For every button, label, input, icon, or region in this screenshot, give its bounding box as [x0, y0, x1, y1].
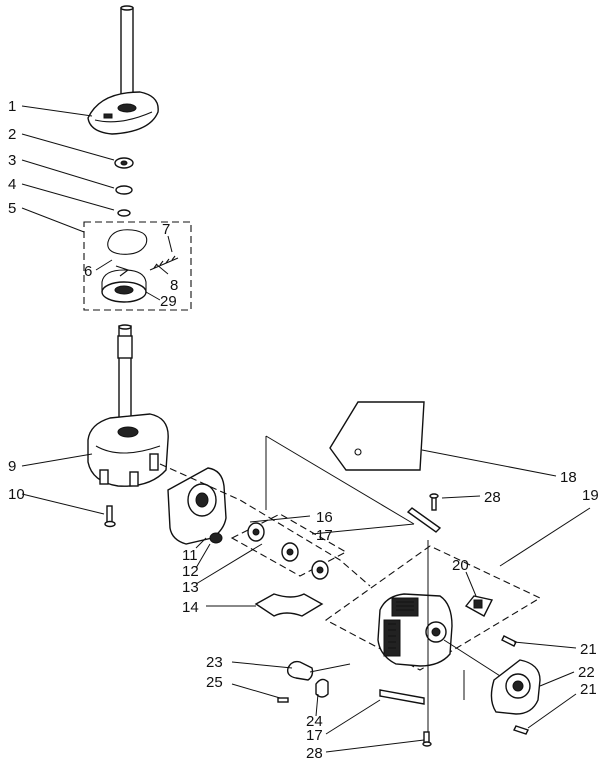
callout-leaders	[21, 105, 591, 753]
capacitor-part	[286, 660, 314, 681]
bolt-28-part	[422, 731, 432, 747]
callout-17b: 17	[306, 727, 323, 744]
callout-21b: 21	[580, 681, 597, 698]
pin-spring-part	[149, 255, 179, 271]
callout-7: 7	[162, 221, 170, 238]
callout-20: 20	[452, 557, 469, 574]
callout-9: 9	[8, 458, 16, 475]
callout-3: 3	[8, 152, 16, 169]
gasket-part	[254, 593, 324, 617]
callout-29: 29	[160, 293, 177, 310]
callout-19: 19	[582, 487, 599, 504]
bolt-part	[429, 493, 439, 511]
callout-18: 18	[560, 469, 577, 486]
callout-2: 2	[8, 126, 16, 143]
callout-6: 6	[84, 263, 92, 280]
agitator-shaft-cam-part	[87, 5, 159, 135]
callout-10: 10	[8, 486, 25, 503]
callout-22: 22	[578, 664, 595, 681]
callout-5: 5	[8, 200, 16, 217]
spacer-part	[115, 185, 133, 195]
washer-part	[114, 157, 134, 169]
bushing-part	[101, 269, 147, 303]
gearcase-part	[87, 324, 169, 487]
switch-part	[464, 595, 494, 617]
callout-8: 8	[170, 277, 178, 294]
screw-part	[104, 505, 116, 528]
screw-25-part	[277, 697, 289, 703]
bearing-kit-box	[230, 513, 348, 577]
callout-23: 23	[206, 654, 223, 671]
clamp-part	[315, 678, 329, 698]
shield-part	[329, 401, 425, 471]
callout-1: 1	[8, 98, 16, 115]
callout-14: 14	[182, 599, 199, 616]
callout-labels: 1 2 3 4 5 6 7 8 29 9 10 11 12 13 14 16 1…	[8, 98, 599, 762]
callout-17a: 17	[316, 527, 333, 544]
callout-28b: 28	[306, 745, 323, 762]
rod-part	[406, 507, 442, 533]
seal-plate-part	[167, 467, 227, 545]
callout-11: 11	[182, 547, 198, 564]
callout-16: 16	[316, 509, 333, 526]
bearing-part	[247, 522, 329, 580]
motor-part	[377, 593, 453, 667]
pump-part	[490, 659, 541, 715]
ring-part	[117, 209, 131, 217]
snap-ring-part	[107, 229, 148, 255]
callout-13: 13	[182, 579, 199, 596]
small-clip-part	[115, 265, 130, 277]
callout-24: 24	[306, 713, 323, 730]
callout-28a: 28	[484, 489, 501, 506]
callout-25: 25	[206, 674, 223, 691]
kit-box	[83, 221, 192, 311]
plug-part	[209, 532, 223, 544]
rod-17-part	[379, 689, 425, 705]
callout-12: 12	[182, 563, 199, 580]
callout-4: 4	[8, 176, 16, 193]
callout-21a: 21	[580, 641, 597, 658]
